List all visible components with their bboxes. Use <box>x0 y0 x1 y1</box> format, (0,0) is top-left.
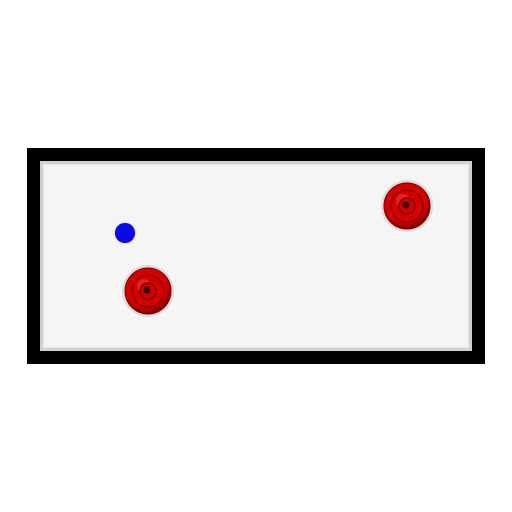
puck[interactable] <box>115 223 135 243</box>
opponent-mallet[interactable] <box>380 179 434 233</box>
mallet-icon <box>381 180 433 232</box>
mallet-ring <box>390 189 424 223</box>
mallet-icon <box>122 265 174 317</box>
mallet-ring <box>131 274 165 308</box>
player-mallet[interactable] <box>121 264 175 318</box>
mallet-handle-top <box>143 286 151 294</box>
mallet-handle-top <box>402 201 410 209</box>
